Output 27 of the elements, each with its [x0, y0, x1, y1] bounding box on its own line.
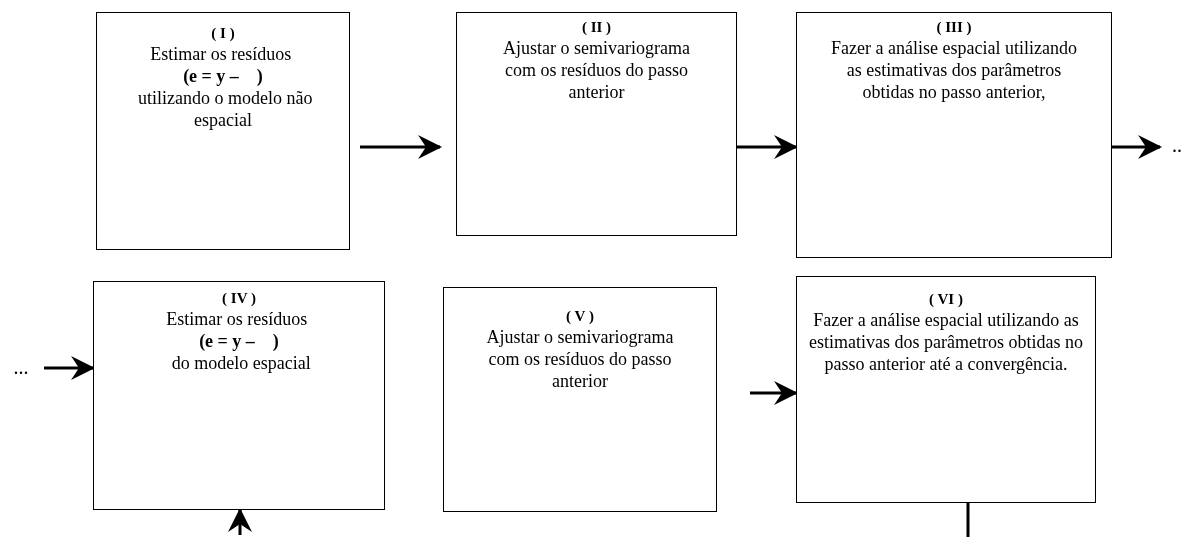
- process-box: [96, 12, 350, 250]
- step-text: Ajustar o semivariograma com os resíduos do passo anterior: [485, 326, 675, 392]
- step-number: ( IV ): [222, 289, 256, 308]
- arrow: [737, 135, 798, 159]
- step-text: Ajustar o semivariograma com os resíduos do passo anterior: [502, 37, 691, 103]
- ellipsis-text: ...: [13, 356, 29, 378]
- arrow: [750, 381, 798, 405]
- ellipsis-text: ..: [1172, 134, 1182, 156]
- process-box: [443, 287, 717, 512]
- process-box: [93, 281, 385, 510]
- arrow: [360, 135, 442, 159]
- step-number: ( V ): [566, 307, 594, 326]
- step-text: Fazer a análise espacial utilizando as estimativas dos parâmetros obtidas no passo anterior,: [830, 37, 1078, 103]
- arrow: [228, 508, 252, 535]
- step-number: ( I ): [211, 24, 235, 43]
- step-text: Fazer a análise espacial utilizando as estimativas dos parâmetros obtidas no passo anterior até a convergência.: [808, 309, 1084, 375]
- connector-line: [966, 503, 970, 537]
- process-box: [456, 12, 737, 236]
- step-number: ( VI ): [929, 290, 963, 309]
- arrow: [44, 356, 95, 380]
- process-box: [796, 276, 1096, 503]
- step-text: Estimar os resíduos (e = y – ) utilizando o modelo não espacial: [137, 43, 314, 131]
- process-box: [796, 12, 1112, 258]
- step-number: ( II ): [581, 18, 612, 37]
- step-number: ( III ): [936, 18, 972, 37]
- arrow: [1112, 135, 1162, 159]
- step-text: Estimar os resíduos (e = y – ) do modelo espacial: [165, 308, 312, 374]
